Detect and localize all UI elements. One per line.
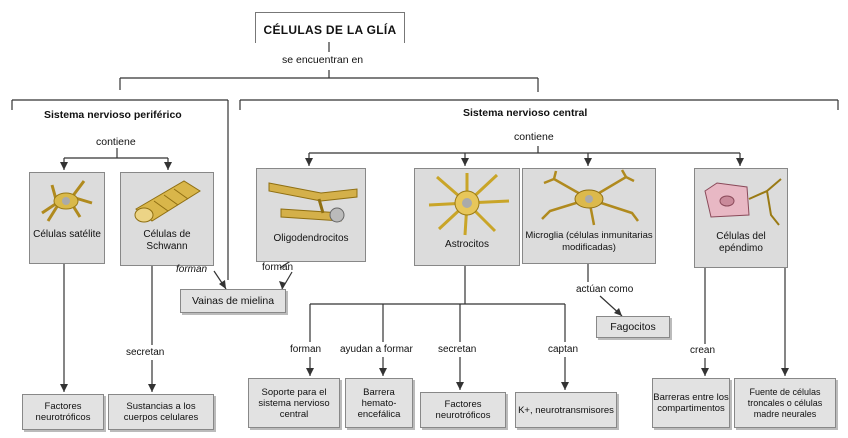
astro-verb-forman: forman <box>290 344 322 355</box>
output-neurotrophic-factors-central: Factores neurotróficos <box>420 392 506 428</box>
oligodendrocyte-node: Oligodendrocitos <box>256 168 366 262</box>
output-neural-stem-cells: Fuente de células troncales o células ma… <box>734 378 836 428</box>
peripheral-contains-label: contiene <box>96 136 136 148</box>
output-k-neurotransmitters: K+, neurotransmisores <box>515 392 617 428</box>
peripheral-system-label: Sistema nervioso periférico <box>44 109 182 121</box>
astrocyte-node: Astrocitos <box>414 168 520 266</box>
output-compartment-barriers: Barreras entre los compartimentos <box>652 378 730 428</box>
oligo-forms-label: forman <box>262 262 294 273</box>
ependymal-cell-icon <box>704 178 782 226</box>
astrocyte-icon <box>428 173 510 236</box>
oligodendrocyte-label: Oligodendrocitos <box>273 233 349 244</box>
output-cns-support: Soporte para el sistema nervioso central <box>248 378 340 428</box>
output-blood-brain-barrier: Barrera hemato-encefálica <box>345 378 413 428</box>
microglia-node: Microglia (células inmunitarias modifica… <box>522 168 656 264</box>
phagocytes-box: Fagocitos <box>596 316 670 338</box>
central-system-label: Sistema nervioso central <box>463 107 588 119</box>
satellite-cell-label: Células satélite <box>33 229 101 240</box>
schwann-secretes-label: secretan <box>126 347 165 358</box>
microglia-icon <box>541 169 639 226</box>
output-substances-cell-bodies: Sustancias a los cuerpos celulares <box>108 394 214 430</box>
astro-verb-captan: captan <box>548 344 579 355</box>
ependymal-cell-node: Células del epéndimo <box>694 168 788 268</box>
myelin-sheaths-box: Vainas de mielina <box>180 289 286 313</box>
satellite-cell-node: Células satélite <box>29 172 105 264</box>
root-relation-label: se encuentran en <box>282 54 364 66</box>
ependymal-creates-label: crean <box>690 345 716 356</box>
schwann-cell-icon <box>134 180 201 223</box>
astrocyte-label: Astrocitos <box>445 239 489 250</box>
schwann-forms-label: forman <box>176 264 208 275</box>
ependymal-cell-label: Células del epéndimo <box>716 231 766 254</box>
astro-verb-secretan: secretan <box>438 344 477 355</box>
schwann-cell-label: Células de Schwann <box>143 229 191 252</box>
microglia-acts-as-label: actúan como <box>576 284 634 295</box>
central-contains-label: contiene <box>514 131 554 143</box>
output-neurotrophic-factors-peripheral: Factores neurotróficos <box>22 394 104 430</box>
satellite-cell-icon <box>41 180 93 222</box>
schwann-cell-node: Células de Schwann <box>120 172 214 266</box>
microglia-label: Microglia (células inmunitarias modifica… <box>525 230 653 253</box>
oligodendrocyte-icon <box>268 182 358 223</box>
diagram-title: CÉLULAS DE LA GLÍA <box>255 12 405 43</box>
astro-verb-ayudan: ayudan a formar <box>340 344 413 355</box>
